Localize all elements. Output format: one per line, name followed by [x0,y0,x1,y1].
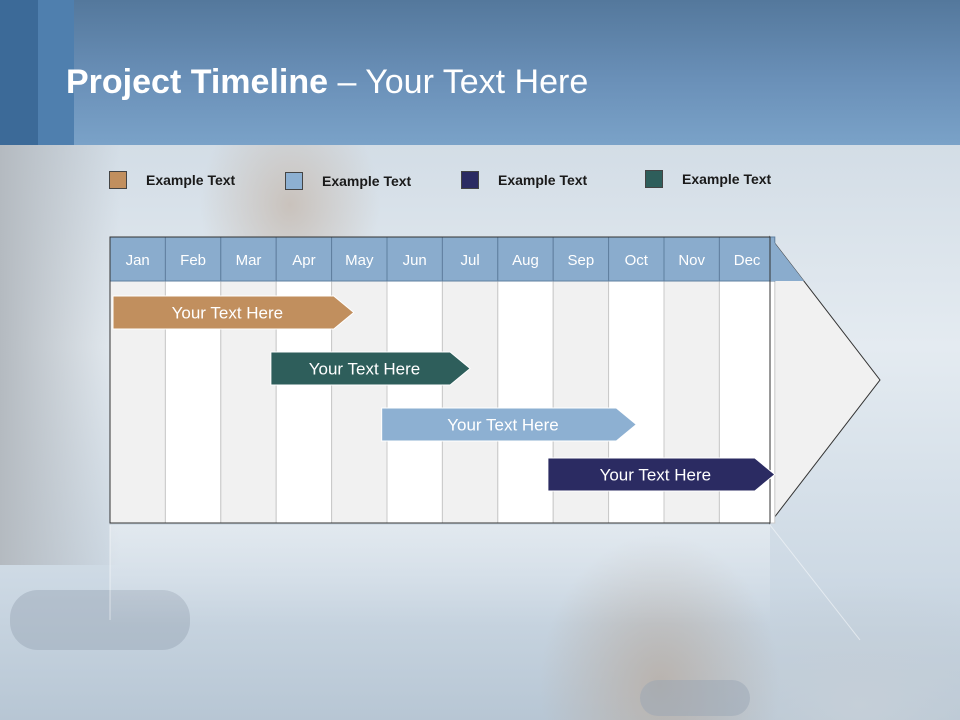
month-header-cell [164,236,222,282]
slide-title: Project Timeline – Your Text Here [66,58,588,106]
month-label: Apr [292,252,315,269]
month-label: Aug [512,252,539,269]
task-bar-label: Your Text Here [447,416,559,435]
month-label: Mar [236,252,262,269]
month-label: Jun [403,252,427,269]
car-door-handle-decoration [640,680,750,716]
slide-title-rest: – Your Text Here [328,63,589,101]
slide-title-bold: Project Timeline [66,63,329,101]
legend-label: Example Text [682,171,772,187]
month-labels: Jan Feb Mar Apr May Jun Jul Aug Sep Oct Nov Dec [126,252,761,269]
timeline-reflection [109,524,861,641]
month-label: Sep [568,252,595,269]
month-header-cell [497,236,554,282]
arrow-header-cap [770,237,804,281]
month-label: Nov [678,252,705,269]
month-header-cell [386,236,443,282]
month-header-cell [718,236,776,282]
month-header-cell [552,236,610,282]
legend-label: Example Text [322,173,412,189]
task-bar [381,407,638,442]
task-bar [547,457,776,492]
legend-swatch [109,171,127,189]
legend-swatch [285,172,303,190]
legend-label: Example Text [146,172,236,188]
month-label: Jul [461,252,480,269]
task-bar-label: Your Text Here [172,304,284,323]
task-bar [112,295,355,330]
month-label: Jan [126,252,150,269]
month-column [441,280,499,524]
month-label: Oct [625,252,649,269]
month-header-cell [275,236,333,282]
title-band: Project Timeline – Your Text Here [0,0,960,145]
task-bar-label: Your Text Here [309,360,421,379]
month-label: Dec [734,252,761,269]
legend-label: Example Text [498,172,588,188]
background-photo-shade [0,145,120,565]
header-accent-strip [0,0,38,145]
month-label: May [345,252,374,269]
month-label: Feb [180,252,206,269]
task-bar-label: Your Text Here [600,466,712,485]
task-bar [270,351,471,386]
month-header-cell [331,236,388,282]
month-column [497,280,554,524]
month-column [386,280,443,524]
legend-swatch [645,170,663,188]
header-accent-strip [38,0,74,145]
month-header-cell [608,236,665,282]
timeline-frame [109,236,771,524]
legend-swatch [461,171,479,189]
month-header-cell [220,236,277,282]
